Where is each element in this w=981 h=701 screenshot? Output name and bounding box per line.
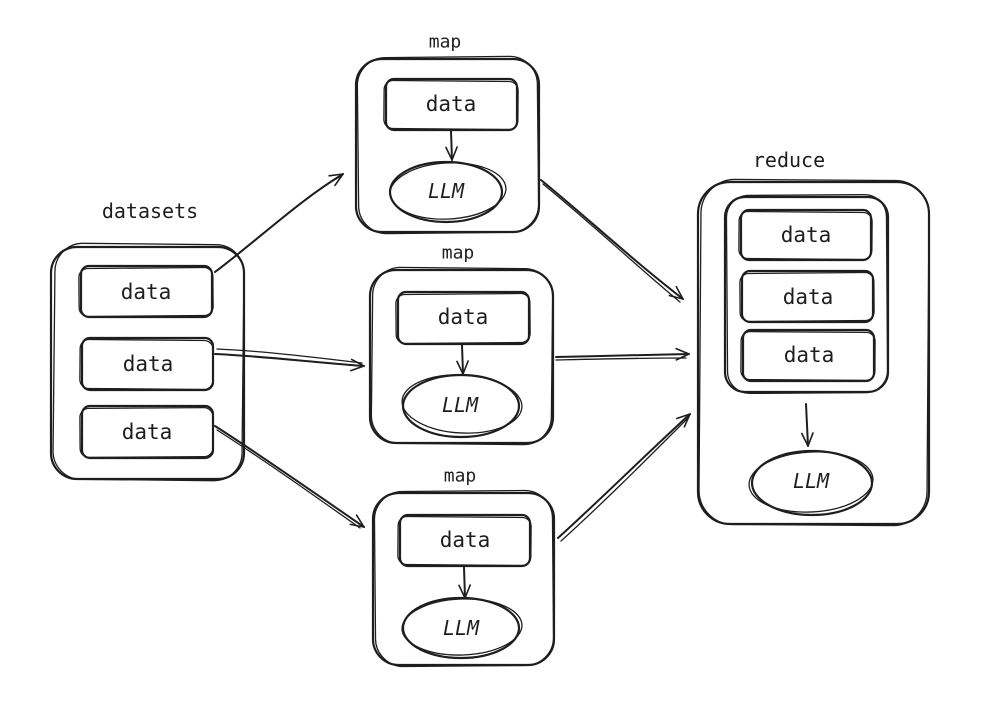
- reduce-llm-node: LLM: [748, 449, 874, 517]
- map-arrow-data-to-llm-1: [445, 130, 458, 161]
- map-container-3: [371, 489, 556, 668]
- datasets-data-box-3: data: [79, 404, 215, 460]
- arrow-map-3-to-reduce: [557, 413, 691, 539]
- map-llm-node-2: LLM: [401, 373, 523, 439]
- map-group-3: map data LLM: [371, 466, 556, 668]
- reduce-arrow-data-to-llm: [800, 403, 814, 447]
- map-title-1: map: [429, 32, 462, 53]
- map-llm-label-3: LLM: [443, 616, 480, 640]
- map-data-box-3: data: [397, 513, 532, 568]
- datasets-data-label-2: data: [123, 352, 174, 376]
- reduce-inner-container: [723, 193, 890, 395]
- map-data-box-2: data: [395, 290, 531, 346]
- map-data-box-1: data: [383, 77, 519, 132]
- map-title-2: map: [442, 243, 475, 264]
- map-arrow-data-to-llm-2: [456, 344, 469, 375]
- map-container-2: [368, 266, 555, 446]
- datasets-data-label-3: data: [122, 420, 173, 444]
- arrow-datasets-to-map-1-sketch: [217, 175, 342, 271]
- reduce-data-label-3: data: [784, 343, 835, 367]
- map-group-1: map data LLM: [354, 32, 541, 235]
- arrow-datasets-to-map-2-sketch: [216, 348, 363, 364]
- datasets-title: datasets: [102, 199, 198, 223]
- map-group-2: map data LLM: [368, 243, 555, 446]
- datasets-data-label-1: data: [121, 280, 172, 304]
- map-arrow-data-to-llm-3: [458, 566, 471, 599]
- reduce-data-label-1: data: [781, 223, 832, 247]
- datasets-data-box-2: data: [79, 336, 215, 392]
- arrow-map-1-to-reduce: [540, 179, 684, 300]
- map-data-label-2: data: [438, 305, 489, 329]
- datasets-group: datasets data data data: [49, 199, 246, 482]
- map-llm-node-3: LLM: [401, 596, 523, 660]
- map-llm-node-1: LLM: [388, 160, 507, 224]
- datasets-container: [49, 242, 246, 482]
- reduce-data-box-1: data: [738, 208, 873, 262]
- reduce-title: reduce: [753, 148, 825, 172]
- map-container-1: [354, 55, 541, 235]
- map-data-label-1: data: [426, 92, 477, 116]
- reduce-data-label-2: data: [783, 285, 834, 309]
- reduce-group: reduce data data data LLM: [696, 148, 931, 527]
- reduce-llm-label: LLM: [793, 469, 830, 493]
- map-llm-label-1: LLM: [428, 179, 465, 203]
- datasets-data-box-1: data: [78, 264, 214, 319]
- arrow-map-3-to-reduce-sketch: [560, 417, 689, 542]
- map-llm-label-2: LLM: [442, 393, 479, 417]
- arrow-map-2-to-reduce-sketch: [555, 357, 687, 361]
- arrow-map-1-to-reduce-sketch: [542, 183, 681, 303]
- reduce-data-box-2: data: [739, 269, 875, 324]
- map-data-label-3: data: [440, 528, 491, 552]
- arrow-map-2-to-reduce: [555, 347, 690, 361]
- reduce-data-box-3: data: [740, 328, 876, 383]
- flow-arrows: [214, 173, 691, 542]
- arrow-datasets-to-map-3-sketch: [216, 429, 361, 529]
- map-title-3: map: [444, 466, 477, 487]
- arrow-datasets-to-map-2: [214, 353, 365, 372]
- arrow-datasets-to-map-3: [214, 425, 365, 528]
- reduce-container: [696, 178, 931, 527]
